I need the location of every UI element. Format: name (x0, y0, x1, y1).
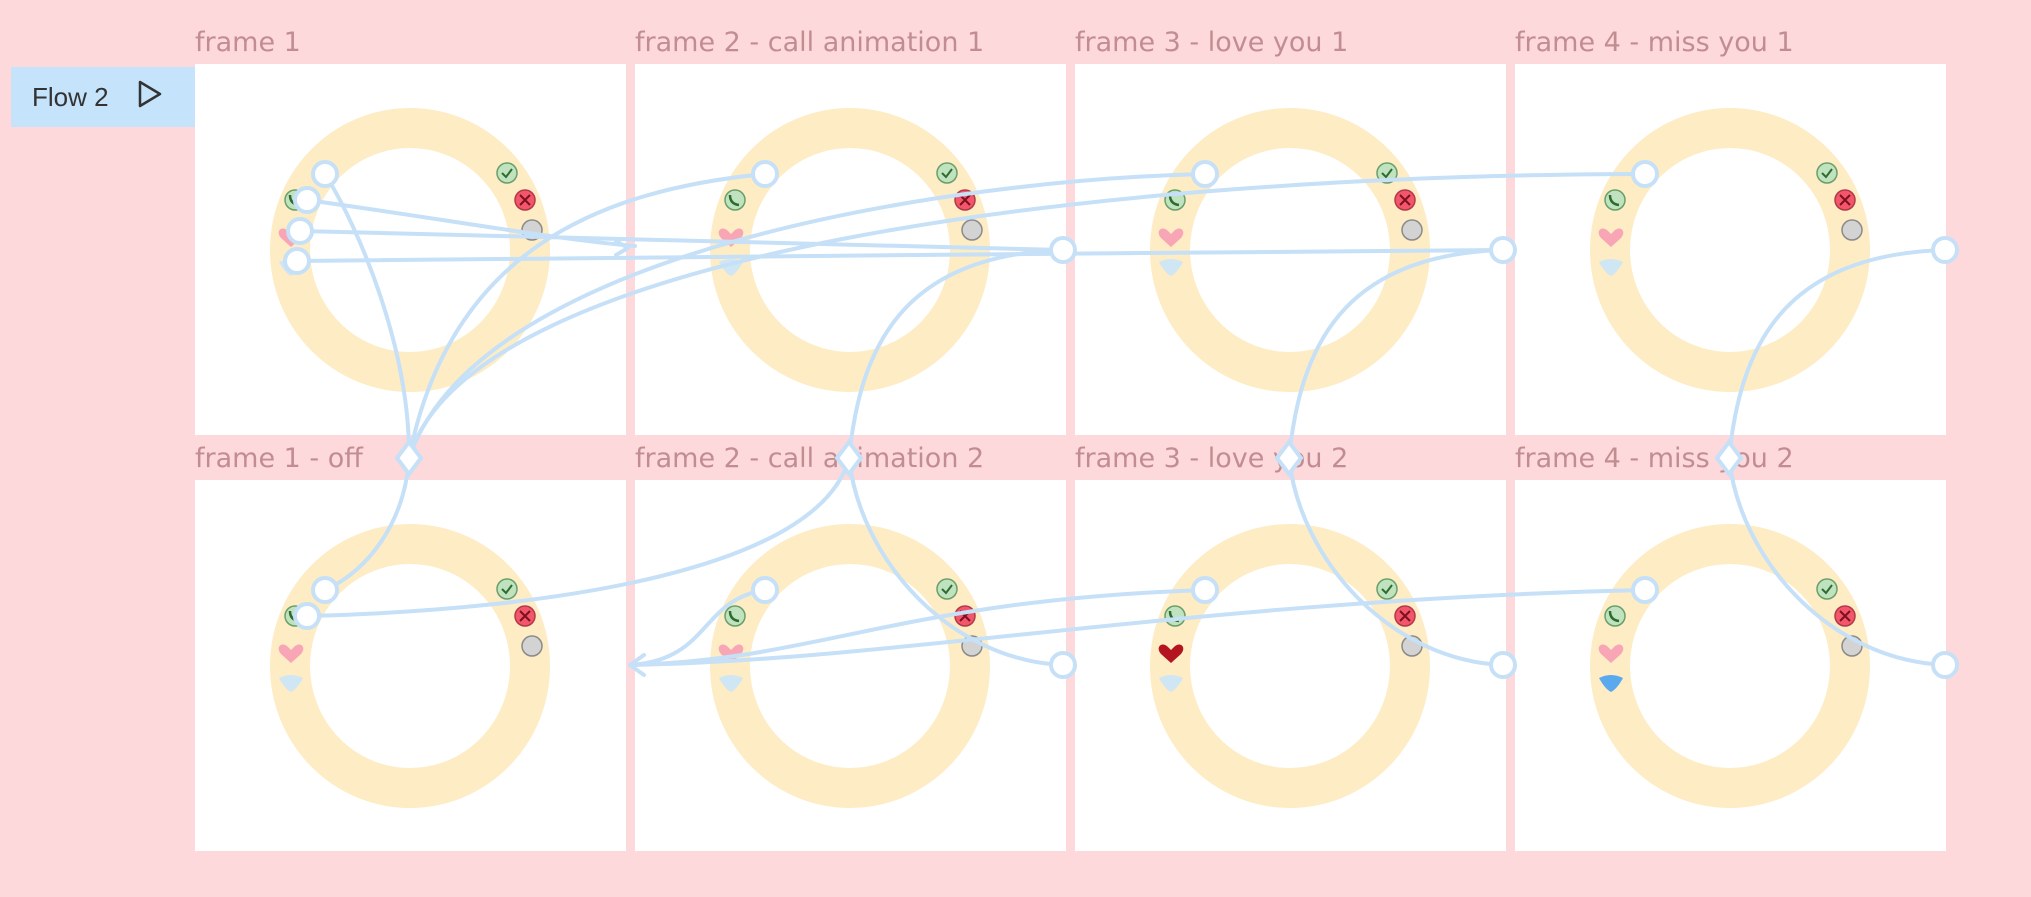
phone-icon (1604, 189, 1626, 211)
frame-artboard[interactable] (1515, 480, 1946, 851)
status-dot-icon (521, 219, 543, 241)
close-icon (1834, 605, 1856, 627)
frame-title[interactable]: frame 2 - call animation 1 (635, 27, 985, 58)
status-dot-icon (961, 219, 983, 241)
check-icon (936, 578, 958, 600)
phone-icon (284, 605, 306, 627)
chat-bubble-icon (279, 675, 303, 692)
play-triangle-icon[interactable] (137, 80, 163, 115)
phone-icon (1604, 605, 1626, 627)
check-icon (1376, 578, 1398, 600)
ring-shape (270, 108, 550, 392)
ring-shape (710, 524, 990, 808)
frame-title[interactable]: frame 4 - miss you 2 (1515, 443, 1794, 474)
check-icon (496, 578, 518, 600)
frame-artboard[interactable] (1075, 480, 1506, 851)
frame-title[interactable]: frame 1 - off (195, 443, 363, 474)
close-icon (1834, 189, 1856, 211)
check-icon (1376, 162, 1398, 184)
status-dot-icon (1841, 635, 1863, 657)
phone-icon (724, 189, 746, 211)
chat-bubble-icon (1599, 675, 1623, 692)
frame-title[interactable]: frame 2 - call animation 2 (635, 443, 985, 474)
status-dot-icon (521, 635, 543, 657)
status-dot-icon (1841, 219, 1863, 241)
ring-shape (1590, 524, 1870, 808)
ring-shape (710, 108, 990, 392)
check-icon (496, 162, 518, 184)
frame-artboard[interactable] (1515, 64, 1946, 435)
ring-shape (270, 524, 550, 808)
close-icon (954, 189, 976, 211)
close-icon (1394, 189, 1416, 211)
frame-artboard[interactable] (195, 64, 626, 435)
close-icon (514, 189, 536, 211)
chat-bubble-icon (719, 675, 743, 692)
flow-label: Flow 2 (32, 81, 109, 112)
check-icon (936, 162, 958, 184)
frame-title[interactable]: frame 3 - love you 1 (1075, 27, 1349, 58)
ring-shape (1150, 524, 1430, 808)
status-dot-icon (961, 635, 983, 657)
phone-icon (1164, 605, 1186, 627)
frame-artboard[interactable] (635, 480, 1066, 851)
phone-icon (1164, 189, 1186, 211)
frame-title[interactable]: frame 1 (195, 27, 301, 58)
close-icon (514, 605, 536, 627)
target-diamond (394, 438, 424, 478)
frame-title[interactable]: frame 4 - miss you 1 (1515, 27, 1794, 58)
chat-bubble-icon (1159, 675, 1183, 692)
flow-start-badge[interactable]: Flow 2 (11, 67, 195, 127)
status-dot-icon (1401, 635, 1423, 657)
check-icon (1816, 162, 1838, 184)
frame-title[interactable]: frame 3 - love you 2 (1075, 443, 1349, 474)
phone-icon (724, 605, 746, 627)
ring-shape (1590, 108, 1870, 392)
status-dot-icon (1401, 219, 1423, 241)
frame-artboard[interactable] (1075, 64, 1506, 435)
close-icon (954, 605, 976, 627)
phone-icon (284, 189, 306, 211)
check-icon (1816, 578, 1838, 600)
frame-artboard[interactable] (635, 64, 1066, 435)
close-icon (1394, 605, 1416, 627)
ring-shape (1150, 108, 1430, 392)
frame-artboard[interactable] (195, 480, 626, 851)
heart-icon (278, 644, 304, 663)
